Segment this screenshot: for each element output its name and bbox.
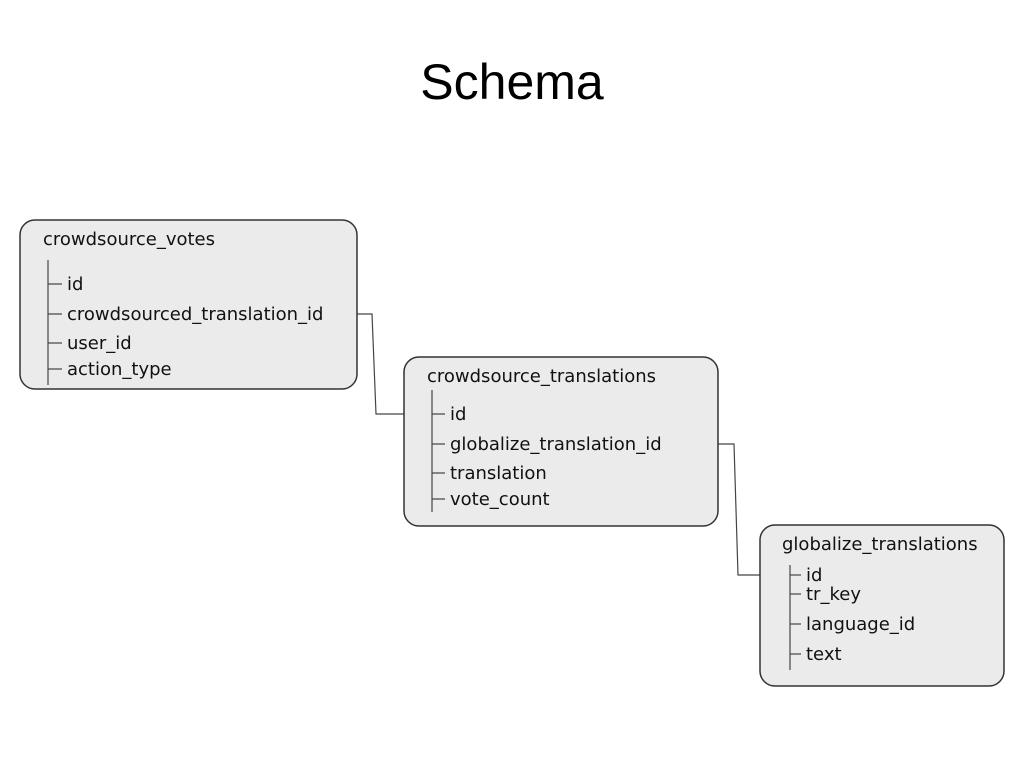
- field-translation: translation: [450, 463, 547, 484]
- table-crowdsource-translations: crowdsource_translations id globalize_tr…: [403, 356, 719, 527]
- field-tr-key: tr_key: [806, 584, 861, 605]
- table-name: crowdsource_translations: [427, 366, 656, 387]
- slide-title: Schema: [420, 54, 604, 110]
- field-user-id: user_id: [67, 333, 132, 354]
- table-box: [759, 524, 1005, 687]
- field-vote-count: vote_count: [450, 489, 550, 510]
- relation-votes-to-translations: [348, 313, 423, 418]
- field-crowdsourced-translation-id: crowdsourced_translation_id: [67, 304, 323, 325]
- table-box: [403, 356, 719, 527]
- field-globalize-translation-id: globalize_translation_id: [450, 434, 662, 455]
- field-id: id: [450, 404, 466, 425]
- field-id: id: [806, 565, 822, 586]
- field-language-id: language_id: [806, 614, 915, 635]
- table-crowdsource-votes: crowdsource_votes id crowdsourced_transl…: [19, 219, 358, 390]
- table-name: globalize_translations: [782, 534, 978, 555]
- field-text: text: [806, 644, 842, 665]
- field-id: id: [67, 274, 83, 295]
- table-name: crowdsource_votes: [43, 229, 215, 250]
- field-action-type: action_type: [67, 359, 172, 380]
- table-box: [19, 219, 358, 390]
- table-globalize-translations: globalize_translations id tr_key languag…: [759, 524, 1005, 687]
